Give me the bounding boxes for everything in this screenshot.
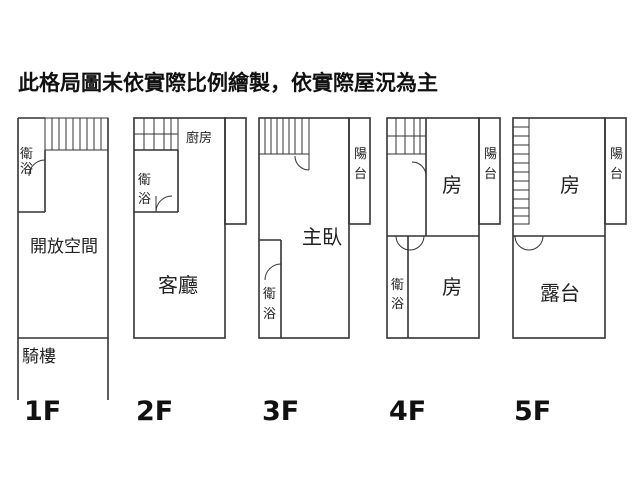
floor-2f-bathroom-door xyxy=(155,195,173,213)
floor-2f-walls xyxy=(133,117,247,339)
floor-4f-walls xyxy=(386,117,501,339)
floor-5f-stairs xyxy=(512,117,530,225)
floor-2f-bathroom-label-2: 浴 xyxy=(138,192,151,207)
floor-1f-stairs xyxy=(44,117,109,151)
floor-5f-balcony-label-1: 陽 xyxy=(610,147,623,162)
floor-3f-bathroom-door xyxy=(264,263,282,281)
floor-3f-master-bedroom-label: 主臥 xyxy=(302,225,342,249)
floor-2f-stairs xyxy=(133,117,179,151)
floor-4f-room-bottom-door xyxy=(409,235,425,251)
floor-2f: 廚房 衛 浴 客廳 2F xyxy=(133,117,247,427)
floor-1f-bathroom-label-2: 浴 xyxy=(20,162,33,177)
floor-4f-room-bottom-label: 房 xyxy=(442,275,462,299)
floor-1f-open-space-label: 開放空間 xyxy=(30,237,98,257)
floor-1f-arcade-label: 騎樓 xyxy=(22,347,56,367)
floor-2f-living-room-label: 客廳 xyxy=(158,273,198,297)
floor-4f-room-top-door xyxy=(411,161,427,177)
floor-3f-balcony-label-1: 陽 xyxy=(354,147,367,162)
floor-3f: 陽 台 主臥 衛 浴 3F xyxy=(258,117,371,427)
page-title: 此格局圖未依實際比例繪製，依實際屋況為主 xyxy=(18,71,438,95)
floor-2f-label: 2F xyxy=(136,396,173,427)
floor-4f-bathroom-label-2: 浴 xyxy=(391,297,404,312)
floor-3f-stair-door xyxy=(294,155,310,171)
floor-5f-balcony-label-2: 台 xyxy=(610,167,623,182)
floor-1f-label: 1F xyxy=(24,396,61,427)
floor-4f-label: 4F xyxy=(389,396,426,427)
floor-1f: 衛 浴 開放空間 騎樓 1F xyxy=(17,117,109,427)
floor-5f-room-label: 房 xyxy=(560,173,580,197)
floor-5f: 陽 台 房 露台 5F xyxy=(512,117,627,427)
floor-4f-bathroom-door xyxy=(395,235,411,251)
floor-2f-bathroom-label-1: 衛 xyxy=(138,173,151,188)
floor-4f-balcony-label-1: 陽 xyxy=(484,147,497,162)
floor-1f-bathroom-door xyxy=(28,159,46,177)
floor-5f-label: 5F xyxy=(514,396,551,427)
floor-3f-stairs xyxy=(258,117,310,155)
floor-5f-terrace-label: 露台 xyxy=(540,281,580,305)
floor-4f: 陽 台 房 衛 浴 房 4F xyxy=(386,117,501,427)
floor-1f-walls xyxy=(17,117,109,400)
floor-1f-bathroom-label-1: 衛 xyxy=(20,147,33,162)
floor-5f-walls xyxy=(512,117,627,339)
floor-4f-bathroom-label-1: 衛 xyxy=(391,278,404,293)
floor-3f-label: 3F xyxy=(262,396,299,427)
floor-3f-bathroom-label-2: 浴 xyxy=(263,307,276,322)
floor-2f-kitchen-label: 廚房 xyxy=(186,130,212,146)
floor-4f-balcony-label-2: 台 xyxy=(484,167,497,182)
floor-4f-room-top-label: 房 xyxy=(442,173,462,197)
floor-5f-terrace-door-left xyxy=(514,235,530,251)
floor-5f-terrace-door-right xyxy=(528,235,544,251)
floor-3f-bathroom-label-1: 衛 xyxy=(263,287,276,302)
floor-4f-stairs xyxy=(386,117,427,155)
floor-3f-balcony-label-2: 台 xyxy=(354,167,367,182)
